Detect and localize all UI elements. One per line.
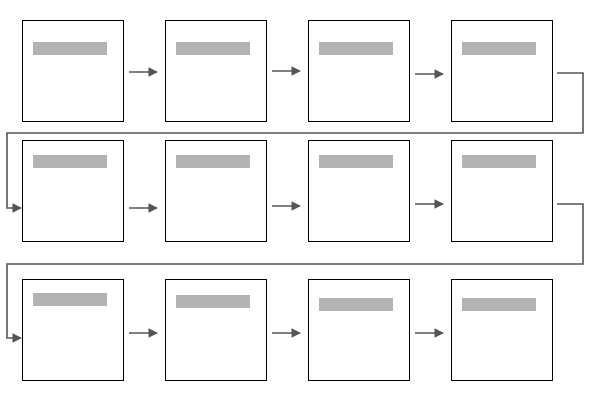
step-label-placeholder (462, 298, 536, 311)
connector-arrow-8-to-9 (6, 203, 584, 343)
step-box-9 (22, 279, 124, 381)
step-label-placeholder (319, 42, 393, 55)
step-box-4 (451, 20, 553, 122)
connector-arrow-4-to-5 (6, 72, 584, 213)
step-box-8 (451, 140, 553, 242)
step-label-placeholder (33, 42, 107, 55)
step-box-1 (22, 20, 124, 122)
step-box-7 (308, 140, 410, 242)
step-box-10 (165, 279, 267, 381)
step-label-placeholder (176, 295, 250, 308)
step-box-11 (308, 279, 410, 381)
step-box-frame (308, 279, 410, 381)
step-box-frame (451, 279, 553, 381)
step-label-placeholder (33, 155, 107, 168)
step-box-6 (165, 140, 267, 242)
step-box-frame (165, 279, 267, 381)
steps-layer (22, 20, 553, 381)
step-label-placeholder (462, 155, 536, 168)
step-label-placeholder (462, 42, 536, 55)
connectors-layer (6, 66, 584, 343)
step-box-3 (308, 20, 410, 122)
step-box-frame (451, 20, 553, 122)
step-label-placeholder (319, 298, 393, 311)
step-box-frame (308, 20, 410, 122)
step-box-2 (165, 20, 267, 122)
step-label-placeholder (319, 155, 393, 168)
step-box-frame (165, 20, 267, 122)
step-label-placeholder (176, 155, 250, 168)
step-label-placeholder (176, 42, 250, 55)
step-box-frame (22, 20, 124, 122)
step-label-placeholder (33, 293, 107, 306)
step-box-12 (451, 279, 553, 381)
step-box-5 (22, 140, 124, 242)
